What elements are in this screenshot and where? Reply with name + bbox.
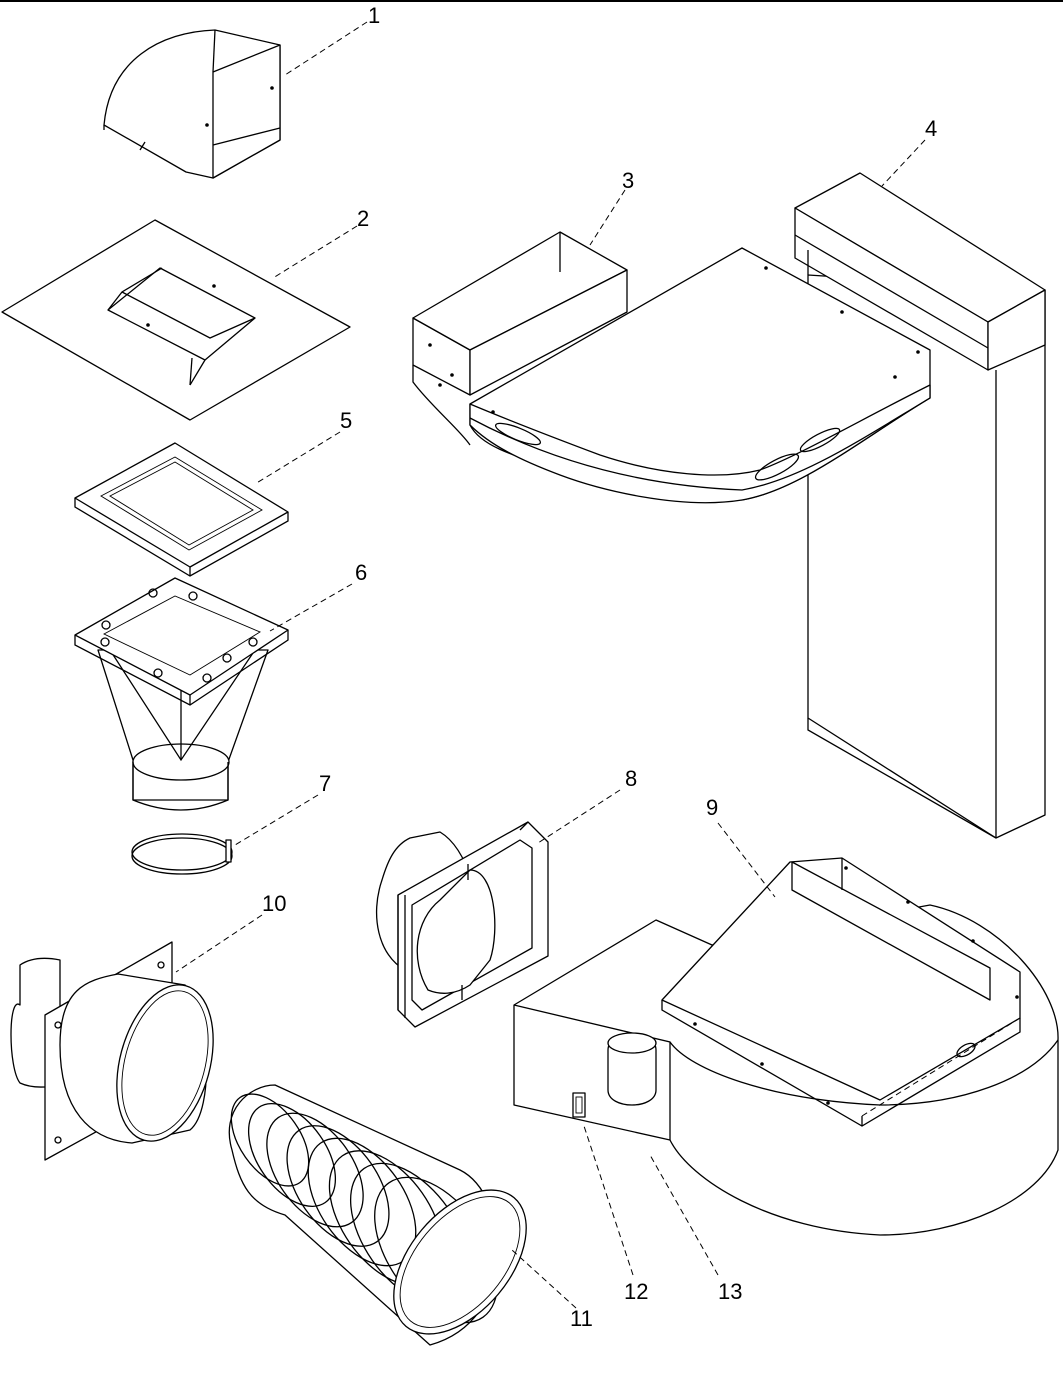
leader-7: [234, 794, 319, 846]
callout-9: 9: [706, 795, 718, 820]
leader-4: [881, 139, 926, 187]
leader-6: [269, 583, 353, 632]
callout-4: 4: [925, 116, 937, 141]
callout-labels: 1 2 3 4 5 6 7 8 9 10 11 12 13: [262, 3, 937, 1331]
callout-12: 12: [624, 1279, 648, 1304]
part-1-roof-cap: [103, 29, 281, 179]
callout-10: 10: [262, 891, 286, 916]
part-8-damper-frame: [375, 821, 549, 1028]
leader-lines: [175, 21, 926, 1309]
leader-13: [649, 1154, 719, 1276]
part-7-clamp: [131, 833, 233, 875]
callout-6: 6: [355, 560, 367, 585]
leader-3: [589, 189, 626, 246]
part-12-switch: [572, 1092, 586, 1118]
part-2-roof-flashing: [1, 219, 351, 421]
part-6-transition: [74, 577, 289, 811]
part-9-blower: [513, 857, 1059, 1236]
part-11-flex-duct: [228, 1084, 527, 1346]
leader-8: [537, 789, 621, 844]
part-3-plenum: [412, 231, 931, 504]
leader-2: [272, 225, 358, 279]
part-5-gasket: [74, 442, 289, 577]
callout-8: 8: [625, 766, 637, 791]
callout-3: 3: [622, 168, 634, 193]
part-10-adapter: [10, 941, 214, 1161]
callout-7: 7: [319, 771, 331, 796]
leader-1: [284, 21, 368, 76]
leader-5: [254, 431, 341, 485]
part-13-capacitor: [607, 1032, 657, 1106]
callout-2: 2: [357, 206, 369, 231]
leader-9: [717, 822, 776, 898]
leader-10: [175, 914, 263, 973]
callout-11: 11: [570, 1306, 593, 1331]
leader-12: [582, 1122, 634, 1276]
leader-11: [511, 1249, 577, 1309]
callout-13: 13: [718, 1279, 742, 1304]
callout-5: 5: [340, 408, 352, 433]
part-4-chimney: [794, 172, 1046, 839]
callout-1: 1: [368, 3, 380, 28]
